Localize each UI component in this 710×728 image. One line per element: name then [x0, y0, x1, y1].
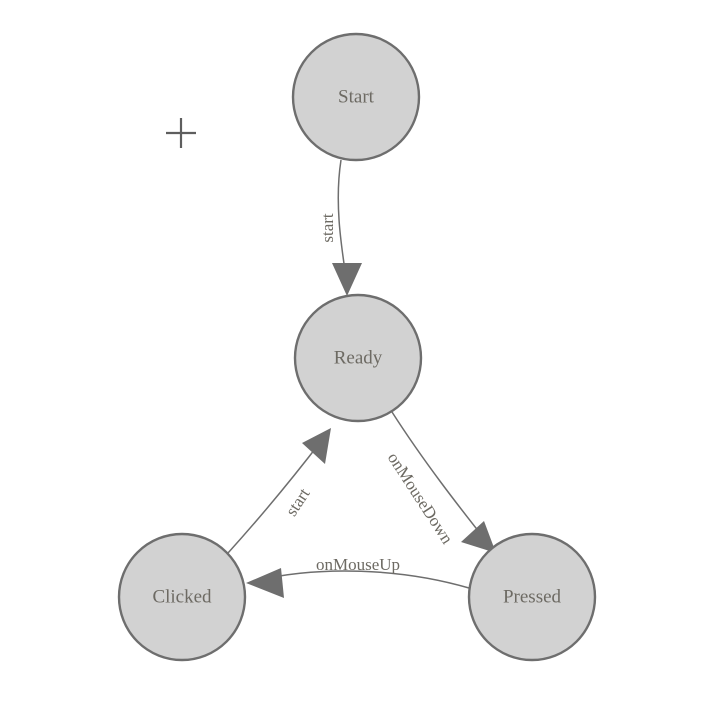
node-circle-start — [291, 32, 421, 162]
edge-clicked-to-ready[interactable]: start — [227, 428, 331, 554]
node-label-clicked: Clicked — [152, 586, 212, 607]
nodes-layer: Start Ready Clicked Pressed — [117, 32, 597, 662]
arrowhead-start-to-ready — [332, 263, 362, 296]
edge-label-start-to-ready: start — [318, 213, 337, 243]
edge-ready-to-pressed[interactable]: onMouseDown — [384, 411, 496, 553]
node-pressed[interactable]: Pressed — [467, 532, 597, 662]
node-clicked[interactable]: Clicked — [117, 532, 247, 662]
node-start[interactable]: Start — [291, 32, 421, 162]
node-circle-pressed — [467, 532, 597, 662]
node-label-pressed: Pressed — [503, 586, 562, 607]
node-circle-ready — [293, 293, 423, 423]
edge-label-pressed-to-clicked: onMouseUp — [316, 555, 400, 574]
node-circle-clicked — [117, 532, 247, 662]
edge-label-clicked-to-ready: start — [282, 484, 314, 519]
edge-path-pressed-to-clicked — [258, 570, 470, 589]
edge-pressed-to-clicked[interactable]: onMouseUp — [246, 555, 470, 598]
edge-start-to-ready[interactable]: start — [318, 159, 362, 296]
edge-label-ready-to-pressed: onMouseDown — [384, 449, 457, 548]
node-label-ready: Ready — [334, 347, 383, 368]
arrowhead-clicked-to-ready — [302, 428, 331, 464]
arrowhead-pressed-to-clicked — [246, 568, 284, 598]
node-label-start: Start — [338, 86, 375, 107]
crosshair-icon[interactable] — [166, 118, 196, 148]
node-ready[interactable]: Ready — [293, 293, 423, 423]
arrowhead-ready-to-pressed — [461, 521, 496, 553]
